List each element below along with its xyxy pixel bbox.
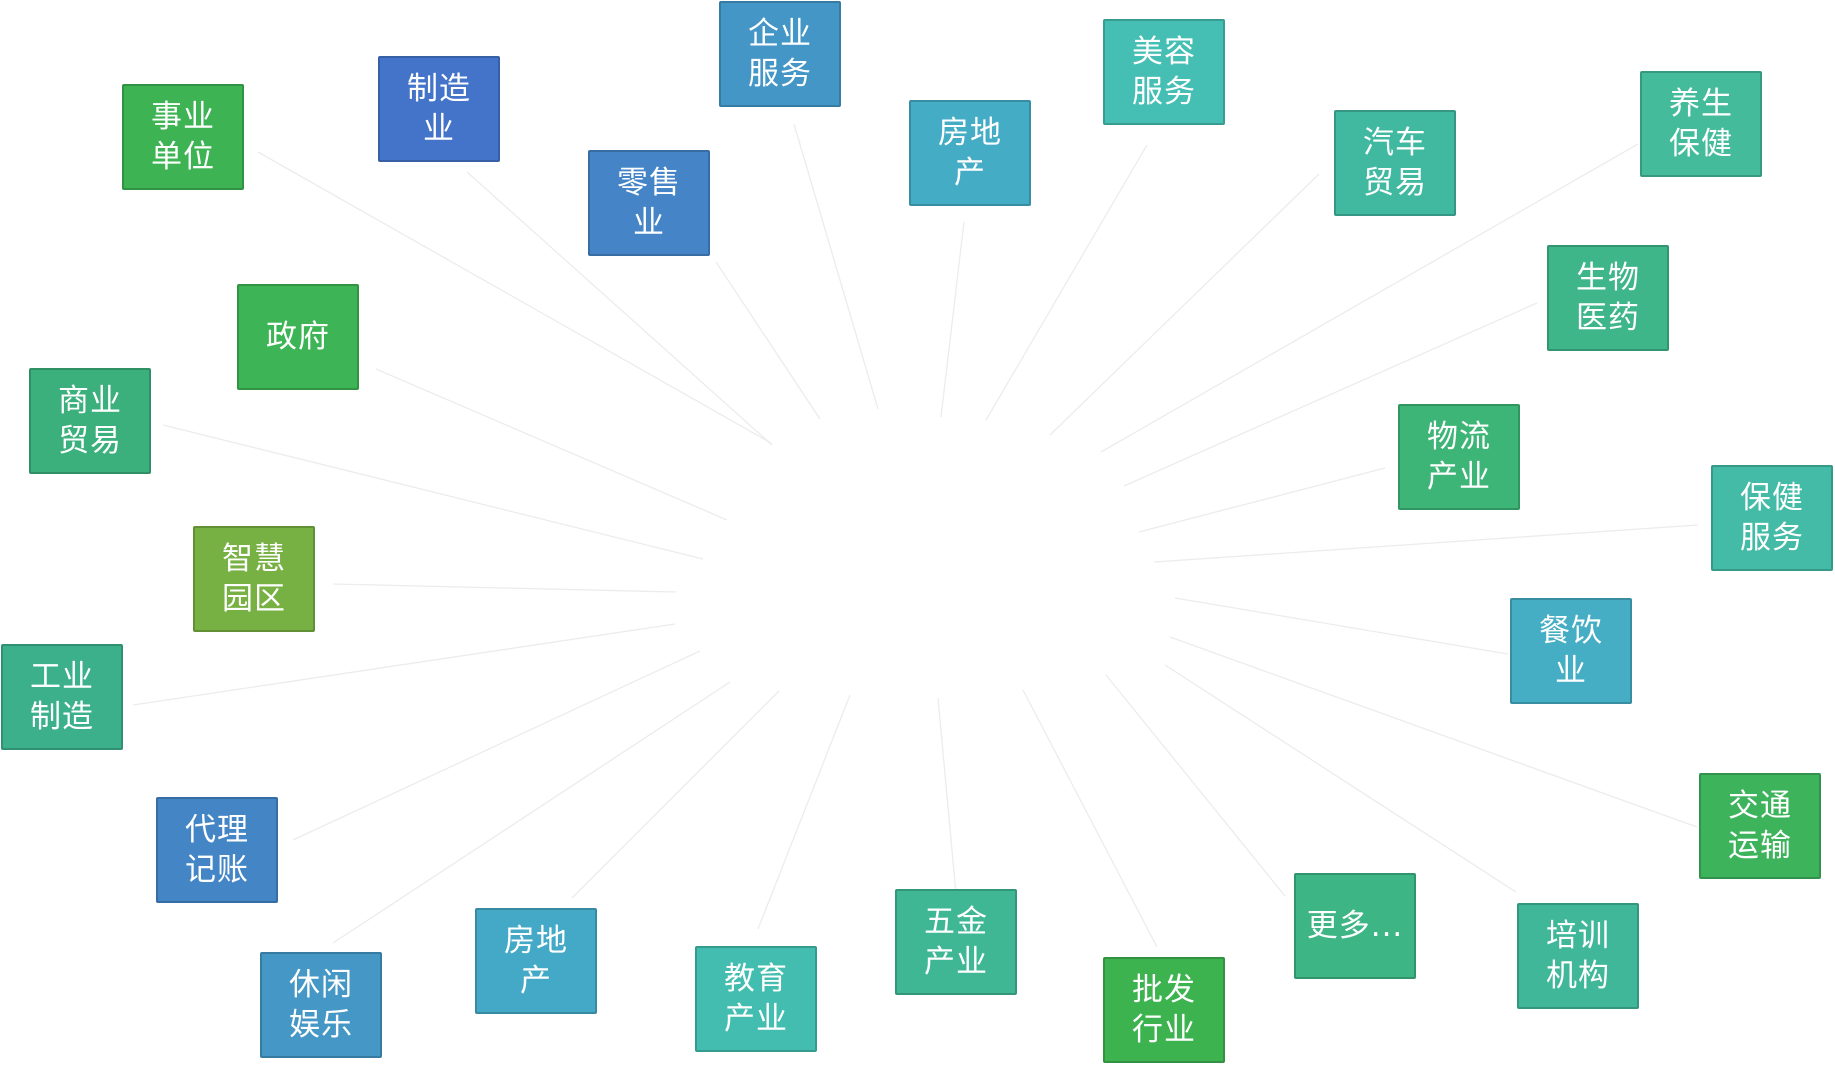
tile-label: 美容 服务 (1132, 34, 1196, 110)
tile-label: 房地 产 (938, 115, 1002, 191)
tile-daili-jizhang: 代理 记账 (156, 797, 278, 903)
tile-gengduo: 更多... (1294, 873, 1416, 979)
connector-ray (715, 261, 821, 420)
tile-label: 企业 服务 (748, 16, 812, 92)
tile-baojian-fuwu: 保健 服务 (1711, 465, 1833, 571)
tile-fangdichan-bottom: 房地 产 (475, 908, 597, 1014)
tile-label: 智慧 园区 (222, 541, 286, 617)
tile-wujin-chanye: 五金 产业 (895, 889, 1017, 995)
tile-label: 教育 产业 (724, 961, 788, 1037)
connector-ray (332, 681, 731, 944)
tile-label: 更多... (1306, 908, 1404, 944)
tile-lingshou-ye: 零售 业 (588, 150, 710, 256)
tile-shangye-maoyi: 商业 贸易 (29, 368, 151, 474)
connector-ray (1138, 467, 1386, 533)
tile-pifa-hangye: 批发 行业 (1103, 957, 1225, 1063)
connector-ray (162, 424, 704, 560)
tile-qiye-fuwu: 企业 服务 (719, 1, 841, 107)
tile-label: 房地 产 (504, 923, 568, 999)
tile-jiaotong-yunshu: 交通 运输 (1699, 773, 1821, 879)
connector-ray (332, 583, 677, 593)
connector-ray (1164, 664, 1517, 893)
connector-ray (466, 171, 773, 446)
tile-gongye-zhizao: 工业 制造 (1, 644, 123, 750)
connector-ray (1105, 674, 1286, 897)
tile-canyin-ye: 餐饮 业 (1510, 598, 1632, 704)
tile-label: 代理 记账 (185, 812, 249, 888)
tile-label: 物流 产业 (1427, 419, 1491, 495)
tile-meirong-fuwu: 美容 服务 (1103, 19, 1225, 125)
tile-label: 餐饮 业 (1539, 613, 1603, 689)
tile-shengwu-yiyao: 生物 医药 (1547, 245, 1669, 351)
tile-zhengfu: 政府 (237, 284, 359, 390)
tile-label: 休闲 娱乐 (289, 967, 353, 1043)
connector-ray (940, 221, 965, 418)
connector-ray (571, 690, 780, 899)
connector-ray (1049, 173, 1320, 436)
connector-ray (1174, 597, 1509, 655)
connector-ray (1169, 636, 1698, 828)
tile-label: 批发 行业 (1132, 972, 1196, 1048)
connector-ray (793, 123, 879, 410)
tile-label: 养生 保健 (1669, 86, 1733, 162)
tile-label: 汽车 贸易 (1363, 125, 1427, 201)
tile-wuliu-chanye: 物流 产业 (1398, 404, 1520, 510)
tile-label: 交通 运输 (1728, 788, 1792, 864)
tile-label: 商业 贸易 (58, 383, 122, 459)
connector-ray (292, 650, 701, 841)
connector-ray (985, 144, 1148, 421)
connector-ray (1123, 302, 1538, 487)
connector-ray (1022, 689, 1158, 948)
tile-shiye-danwei: 事业 单位 (122, 84, 244, 190)
connector-ray (375, 368, 728, 521)
connector-ray (757, 694, 851, 930)
tile-label: 工业 制造 (30, 659, 94, 735)
connector-ray (257, 151, 772, 444)
tile-zhizao-ye: 制造 业 (378, 56, 500, 162)
connector-ray (1153, 524, 1699, 563)
tile-yangsheng-baojian: 养生 保健 (1640, 71, 1762, 177)
tile-label: 零售 业 (617, 165, 681, 241)
tile-label: 培训 机构 (1546, 918, 1610, 994)
tile-fangdichan-top: 房地 产 (909, 100, 1031, 206)
connector-ray (132, 623, 676, 706)
tile-label: 生物 医药 (1576, 260, 1640, 336)
connector-ray (937, 697, 958, 906)
tile-label: 事业 单位 (151, 99, 215, 175)
tile-label: 政府 (266, 319, 330, 355)
tile-jiaoyu-chanye: 教育 产业 (695, 946, 817, 1052)
tile-label: 保健 服务 (1740, 480, 1804, 556)
tile-label: 五金 产业 (924, 904, 988, 980)
tile-xiuxian-yule: 休闲 娱乐 (260, 952, 382, 1058)
tile-zhihui-yuanqu: 智慧 园区 (193, 526, 315, 632)
tile-label: 制造 业 (407, 71, 471, 147)
tile-qiche-maoyi: 汽车 贸易 (1334, 110, 1456, 216)
tile-peixun-jigou: 培训 机构 (1517, 903, 1639, 1009)
connector-ray (1100, 143, 1639, 453)
